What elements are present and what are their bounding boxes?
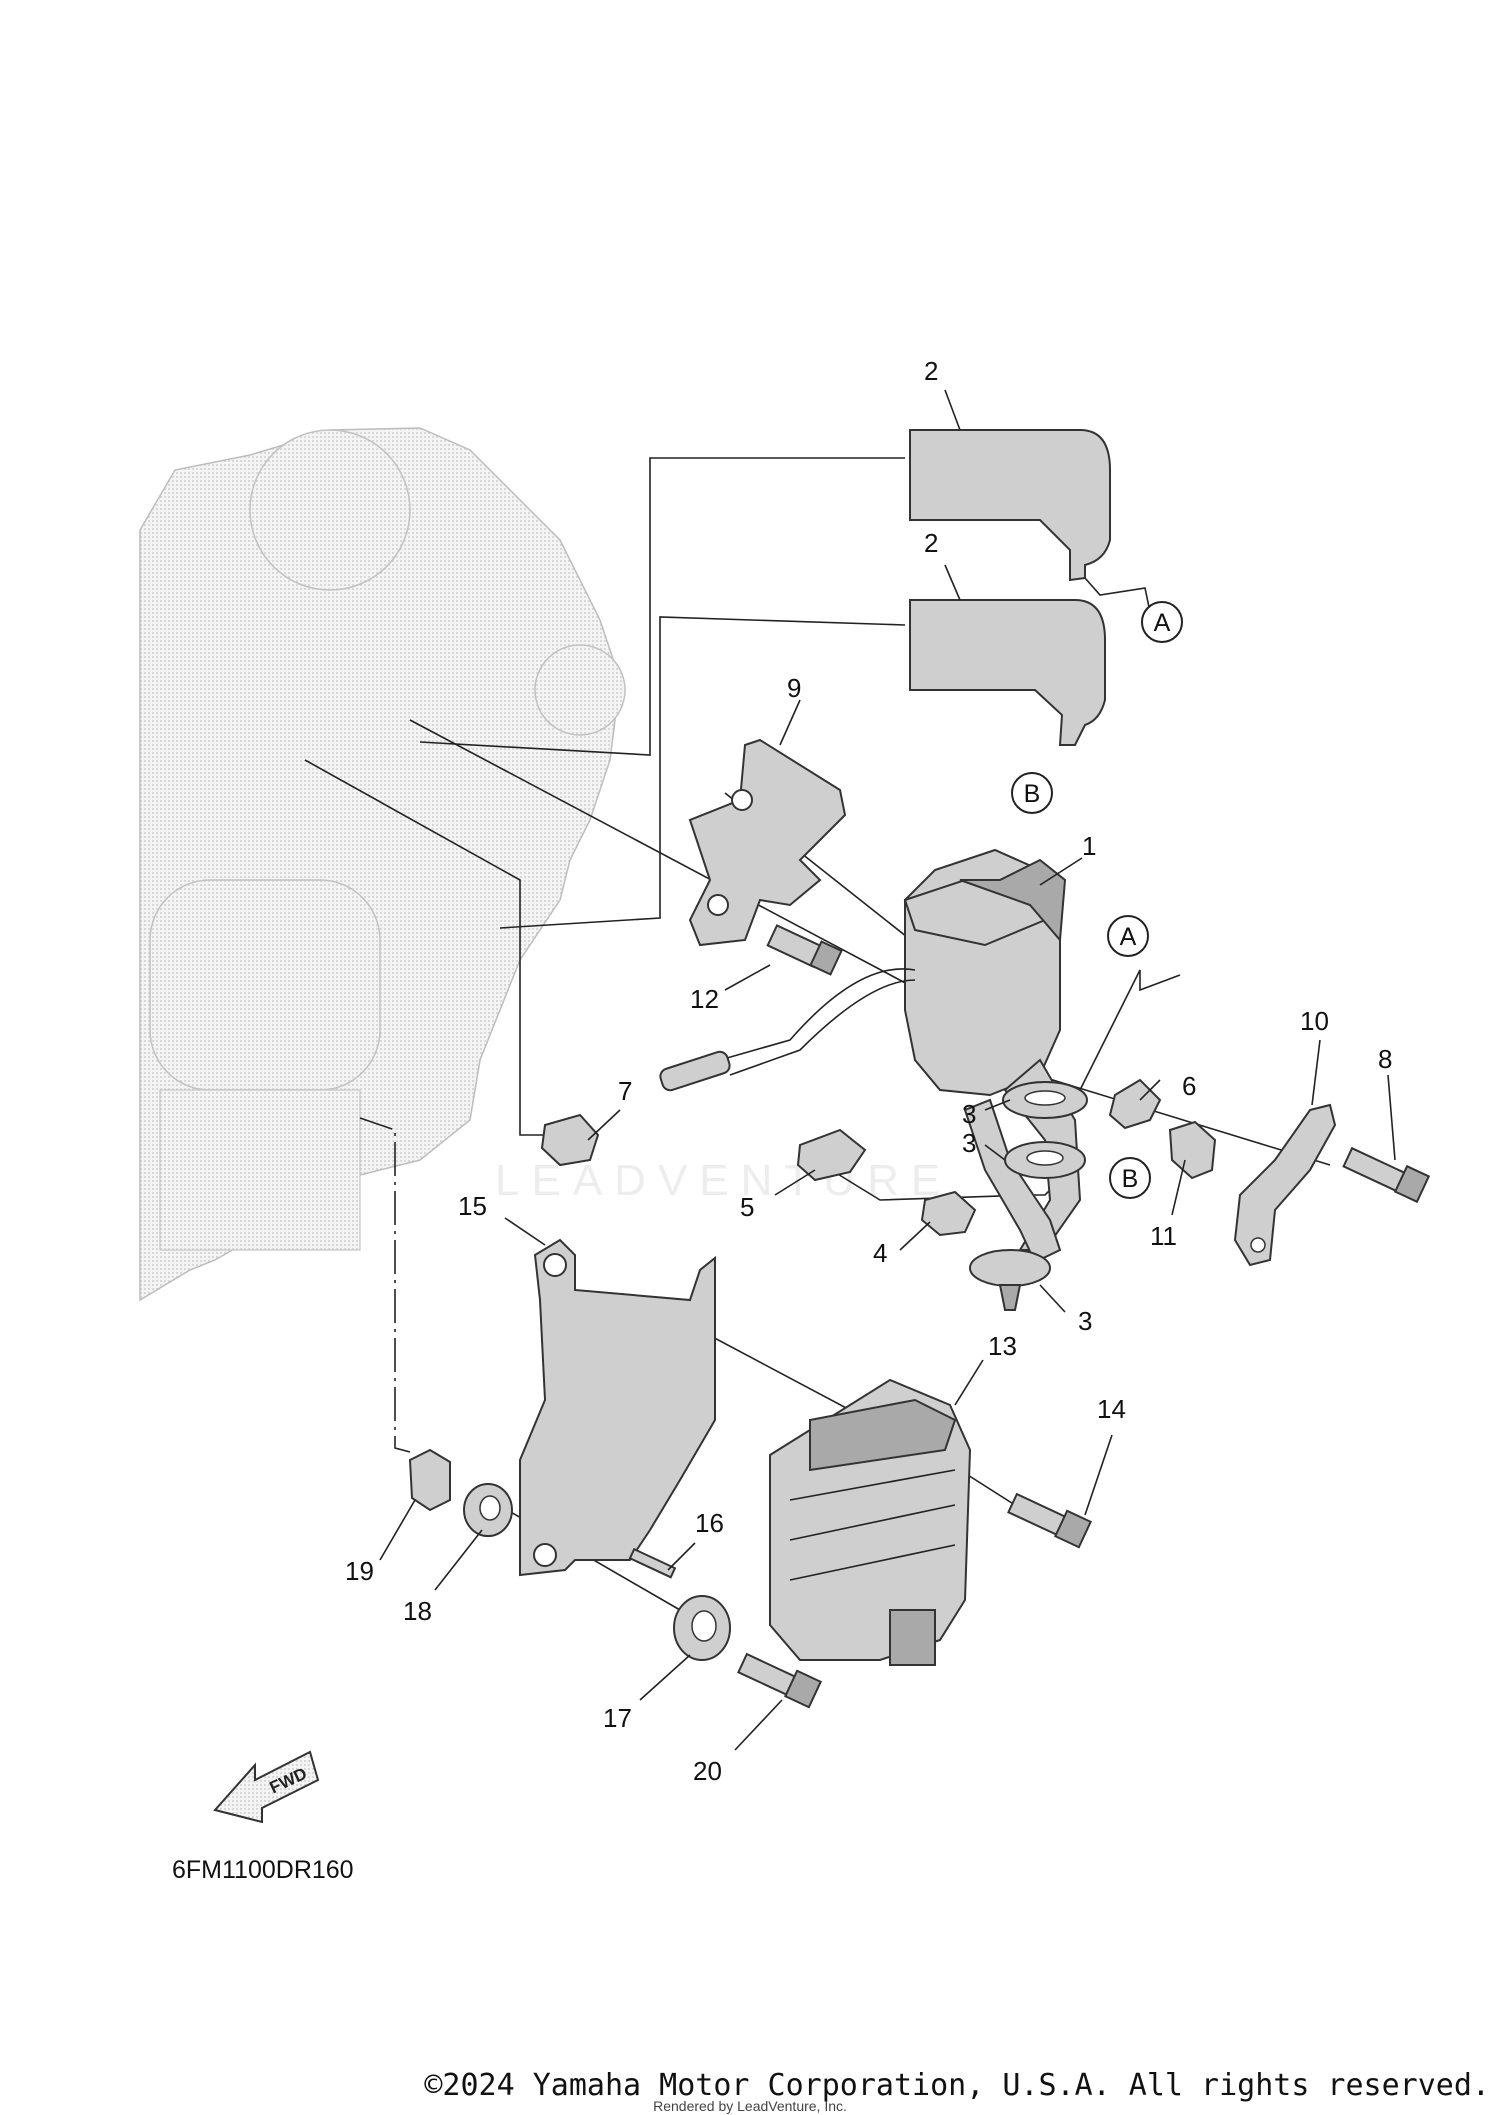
ref-mark-a-middle: A — [1107, 915, 1149, 957]
diagram-code: 6FM1100DR160 — [172, 1856, 354, 1884]
callout-13: 13 — [988, 1331, 1017, 1361]
part-12-bolt — [766, 924, 843, 976]
callout-14: 14 — [1097, 1394, 1126, 1424]
callout-10: 10 — [1300, 1006, 1329, 1036]
part-3-grommet-middle — [1004, 1141, 1086, 1179]
part-20-bolt — [737, 1652, 823, 1709]
ref-mark-b-upper: B — [1011, 772, 1053, 814]
callout-16: 16 — [695, 1508, 724, 1538]
part-10-plate — [1233, 1103, 1337, 1267]
part-5-clamp — [796, 1128, 867, 1182]
part-19-collar — [408, 1448, 451, 1512]
part-7-clamp — [540, 1113, 600, 1167]
callout-6: 6 — [1182, 1071, 1196, 1101]
callout-12: 12 — [690, 984, 719, 1014]
rendered-by-notice: Rendered by LeadVenture, Inc. — [653, 2098, 847, 2114]
callout-3-lower: 3 — [1078, 1306, 1092, 1336]
part-9-bracket — [688, 738, 847, 947]
ref-mark-b-middle: B — [1109, 1157, 1151, 1199]
part-8-bolt — [1342, 1146, 1431, 1204]
callout-20: 20 — [693, 1756, 722, 1786]
callout-5: 5 — [740, 1192, 754, 1222]
callout-2-upper: 2 — [924, 356, 938, 386]
part-15-bracket-plate — [519, 1238, 716, 1577]
callout-3-upper: 3 — [962, 1099, 976, 1129]
copyright-notice: ©2024 Yamaha Motor Corporation, U.S.A. A… — [424, 2068, 1490, 2103]
part-2-plug-cap-upper — [909, 429, 1111, 582]
callout-leaders — [379, 389, 1396, 1751]
svg-text:A: A — [1154, 609, 1171, 637]
svg-text:B: B — [1024, 780, 1041, 808]
callout-8: 8 — [1378, 1044, 1392, 1074]
callout-3-middle: 3 — [962, 1128, 976, 1158]
callout-11: 11 — [1150, 1221, 1177, 1251]
callout-2-lower: 2 — [924, 528, 938, 558]
part-16-pin — [628, 1547, 677, 1579]
callout-19: 19 — [345, 1556, 374, 1586]
callout-9: 9 — [787, 673, 801, 703]
svg-text:A: A — [1120, 923, 1137, 951]
part-3-grommet-upper — [1002, 1081, 1088, 1119]
callout-7: 7 — [618, 1076, 632, 1106]
part-18-grommet — [463, 1483, 513, 1537]
svg-text:B: B — [1122, 1165, 1139, 1193]
part-17-grommet — [673, 1595, 731, 1661]
part-4-clamp — [920, 1190, 977, 1237]
forward-arrow-icon: FWD — [213, 1750, 320, 1824]
callout-4: 4 — [873, 1238, 887, 1268]
part-2-plug-cap-lower — [909, 599, 1106, 746]
callout-15: 15 — [458, 1191, 487, 1221]
ref-mark-a-upper: A — [1141, 601, 1183, 643]
part-11-clip — [1168, 1120, 1217, 1180]
part-14-bolt — [1007, 1492, 1093, 1549]
engine-block-background — [139, 427, 626, 1302]
part-3-grommet-lower — [969, 1249, 1051, 1311]
part-13-rectifier-regulator — [769, 1378, 972, 1666]
callout-18: 18 — [403, 1596, 432, 1626]
callout-17: 17 — [603, 1703, 632, 1733]
callout-1: 1 — [1082, 831, 1096, 861]
